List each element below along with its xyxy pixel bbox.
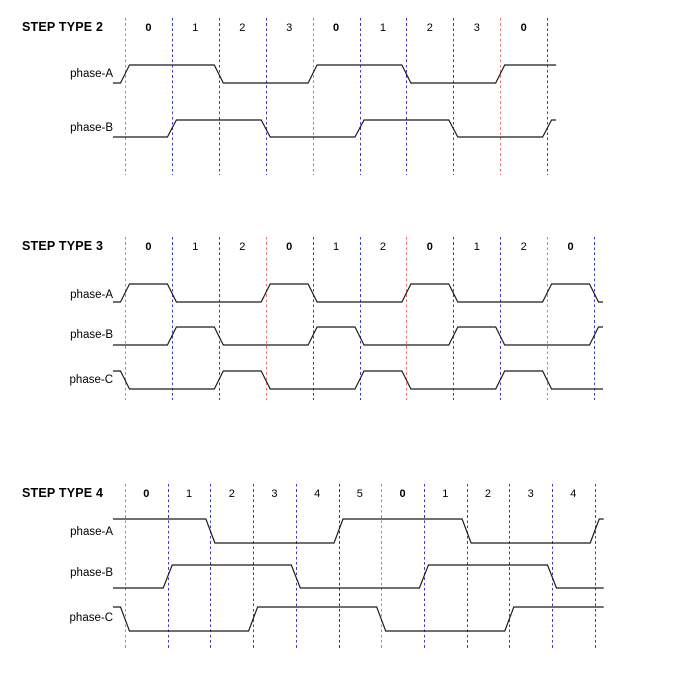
signal-label-phase-B: phase-B	[70, 567, 113, 579]
step-number: 1	[192, 22, 199, 34]
step-number: 0	[145, 22, 152, 34]
step-number: 1	[442, 488, 449, 500]
step-number: 2	[484, 488, 491, 500]
signal-label-phase-B: phase-B	[70, 329, 113, 341]
step-number: 1	[379, 22, 386, 34]
step-number: 5	[356, 488, 363, 500]
step-number: 0	[426, 241, 433, 253]
waveform-phase-C	[113, 370, 603, 390]
signal-label-phase-C: phase-C	[69, 612, 113, 624]
waveform-phase-B	[113, 326, 603, 346]
diagram-title: STEP TYPE 3	[22, 239, 104, 253]
waveform-phase-B	[113, 564, 604, 589]
step-number: 2	[239, 241, 246, 253]
step-number: 0	[145, 241, 152, 253]
step-number: 1	[332, 241, 340, 253]
step-number: 3	[271, 488, 278, 500]
step-number: 2	[379, 241, 386, 253]
step-number: 2	[426, 22, 433, 34]
step-number: 1	[473, 241, 480, 253]
diagram-title: STEP TYPE 2	[22, 20, 104, 34]
signal-label-phase-C: phase-C	[69, 374, 113, 386]
step-number: 0	[332, 22, 340, 34]
step-number: 0	[399, 488, 406, 500]
waveform-phase-B	[113, 119, 557, 138]
step-number: 1	[185, 488, 193, 500]
step-number: 2	[228, 488, 235, 500]
signal-label-phase-A: phase-A	[70, 526, 113, 538]
step-number: 0	[567, 241, 574, 253]
waveform-phase-C	[113, 606, 604, 632]
step-number: 3	[473, 22, 480, 34]
signal-label-phase-A: phase-A	[70, 68, 113, 80]
step-number: 2	[239, 22, 246, 34]
waveform-phase-A	[113, 518, 604, 544]
diagram-title: STEP TYPE 4	[22, 486, 104, 500]
step-number: 3	[286, 22, 293, 34]
step-number: 1	[192, 241, 199, 253]
step-number: 4	[314, 488, 321, 500]
signal-label-phase-B: phase-B	[70, 122, 113, 134]
step-number: 0	[286, 241, 293, 253]
step-number: 0	[143, 488, 150, 500]
step-number: 2	[520, 241, 527, 253]
step-number: 3	[527, 488, 534, 500]
step-number: 4	[570, 488, 577, 500]
signal-label-phase-A: phase-A	[70, 289, 113, 301]
step-number: 0	[520, 22, 527, 34]
waveform-phase-A	[113, 64, 557, 84]
waveform-phase-A	[113, 283, 603, 303]
